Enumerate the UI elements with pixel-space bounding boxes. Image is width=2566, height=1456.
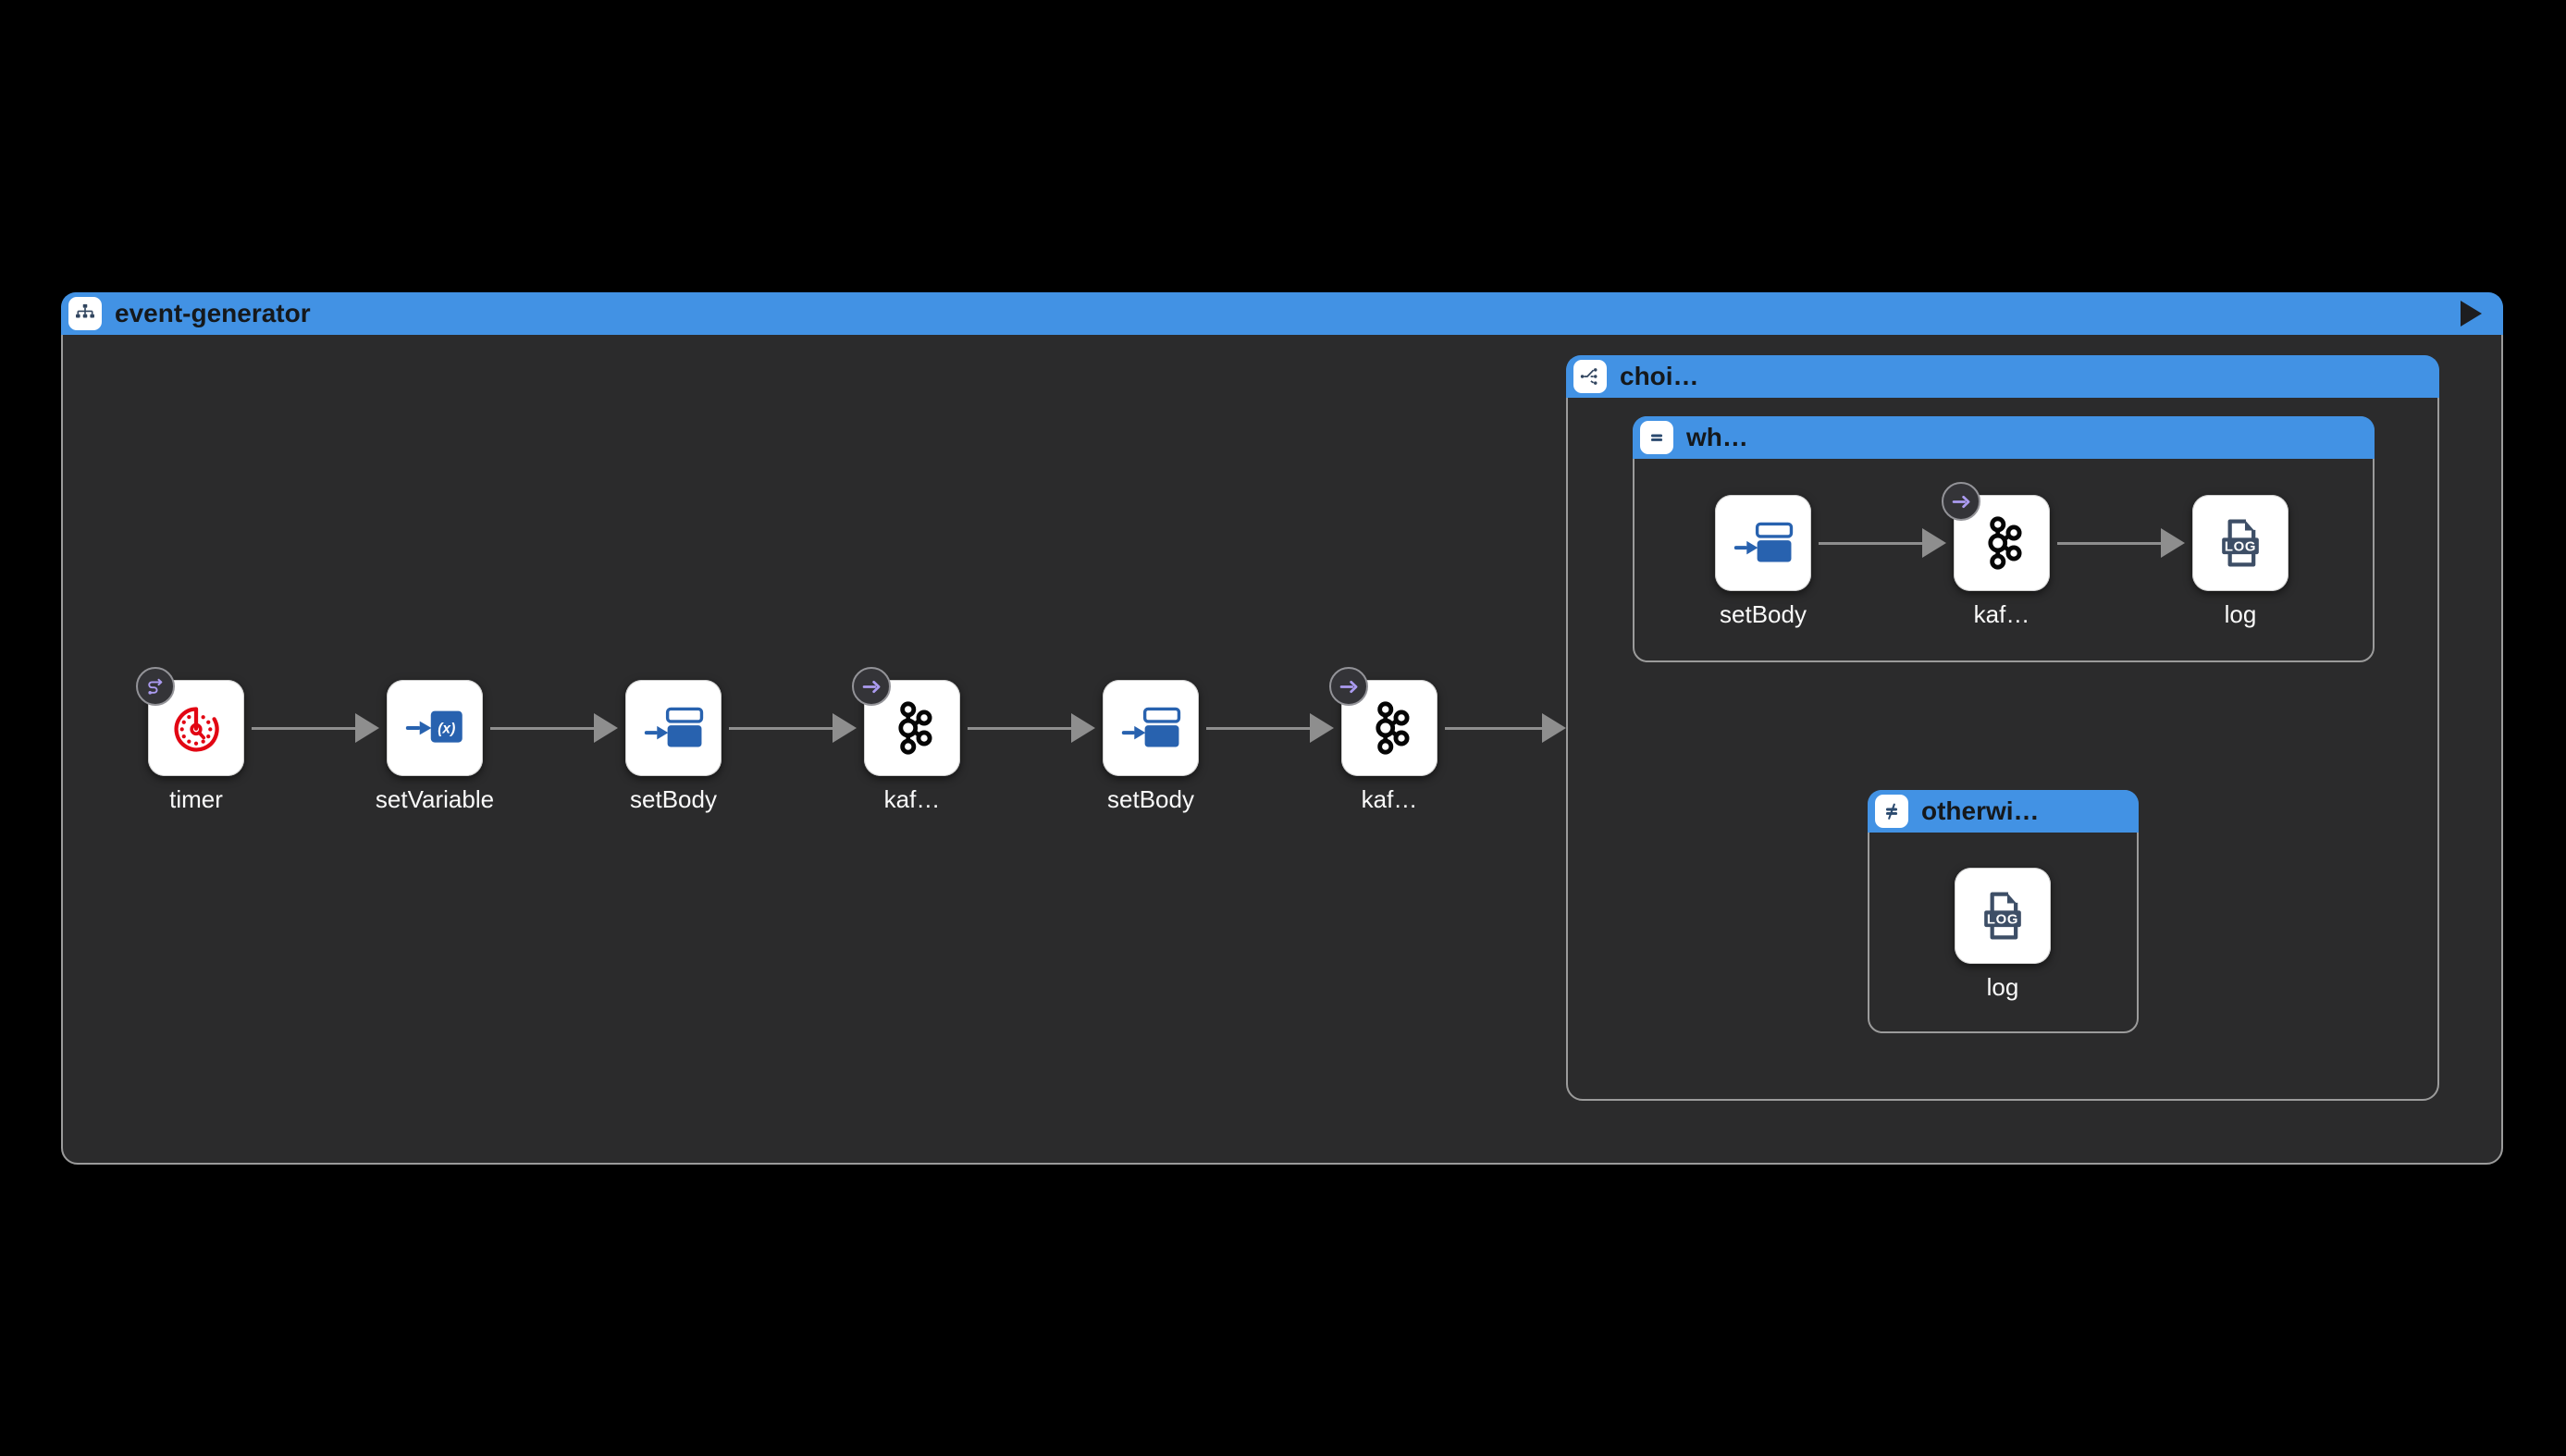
step-node-kafka-1: kaf… xyxy=(852,667,960,813)
node-label: setBody xyxy=(1107,785,1194,813)
step-node-kafka-2: kaf… xyxy=(1329,667,1437,813)
route-header[interactable]: event-generator xyxy=(61,292,2503,335)
step-node-when-kafka: kaf… xyxy=(1942,482,2050,628)
flow-arrow xyxy=(1206,713,1334,743)
node-label: setBody xyxy=(630,785,717,813)
set-body-icon xyxy=(1119,697,1182,759)
route-container-event-generator: event-generator timer setVariable setBod… xyxy=(61,292,2503,1165)
step-node-when-log: log xyxy=(2192,495,2288,628)
node-label: kaf… xyxy=(1973,600,2030,628)
sitemap-icon xyxy=(68,297,102,330)
node-setbody[interactable] xyxy=(1715,495,1811,591)
flow-arrow xyxy=(252,713,379,743)
to-arrow-badge xyxy=(1942,482,1980,521)
choice-container: choi… wh… setBody xyxy=(1566,355,2439,1101)
node-setbody[interactable] xyxy=(625,680,722,776)
timer-clock-icon xyxy=(165,697,228,759)
flow-arrow xyxy=(490,713,618,743)
not-equals-icon xyxy=(1875,795,1908,828)
node-label: setVariable xyxy=(375,785,495,813)
step-node-setbody-1: setBody xyxy=(625,680,722,813)
kafka-icon xyxy=(1358,697,1421,759)
node-label: setBody xyxy=(1720,600,1807,628)
node-label: kaf… xyxy=(883,785,941,813)
when-container: wh… setBody kaf… xyxy=(1633,416,2375,662)
flow-arrow xyxy=(729,713,857,743)
route-title: event-generator xyxy=(115,299,311,327)
node-label: log xyxy=(1986,973,2019,1001)
log-file-icon xyxy=(1971,884,2034,947)
node-log[interactable] xyxy=(2192,495,2288,591)
otherwise-header[interactable]: otherwi… xyxy=(1868,790,2139,833)
node-setvariable[interactable] xyxy=(387,680,483,776)
route-arrow-badge xyxy=(136,667,175,706)
node-setbody[interactable] xyxy=(1103,680,1199,776)
node-label: kaf… xyxy=(1361,785,1418,813)
to-arrow-badge xyxy=(852,667,891,706)
log-file-icon xyxy=(2209,512,2272,574)
flow-arrow xyxy=(1445,713,1566,743)
flow-arrow xyxy=(1819,528,1946,558)
to-arrow-badge xyxy=(1329,667,1368,706)
flow-arrow xyxy=(2057,528,2185,558)
step-node-when-setbody: setBody xyxy=(1715,495,1811,628)
kafka-icon xyxy=(881,697,944,759)
node-label: log xyxy=(2224,600,2257,628)
node-label: timer xyxy=(169,785,223,813)
flow-arrow xyxy=(968,713,1095,743)
otherwise-title: otherwi… xyxy=(1921,796,2040,825)
node-log[interactable] xyxy=(1955,868,2051,964)
when-header[interactable]: wh… xyxy=(1633,416,2375,459)
step-node-timer: timer xyxy=(136,667,244,813)
set-body-icon xyxy=(1732,512,1795,574)
step-node-setvariable: setVariable xyxy=(376,680,494,813)
otherwise-container: otherwi… log xyxy=(1868,790,2139,1033)
step-node-setbody-2: setBody xyxy=(1103,680,1199,813)
set-variable-icon xyxy=(403,697,466,759)
when-title: wh… xyxy=(1686,423,1748,451)
choice-header[interactable]: choi… xyxy=(1566,355,2439,398)
choice-title: choi… xyxy=(1620,362,1699,390)
play-button[interactable] xyxy=(2459,300,2483,327)
kafka-icon xyxy=(1970,512,2033,574)
equals-icon xyxy=(1640,421,1673,454)
set-body-icon xyxy=(642,697,705,759)
branch-icon xyxy=(1573,360,1607,393)
play-icon xyxy=(2460,301,2482,327)
step-node-otherwise-log: log xyxy=(1955,868,2051,1001)
